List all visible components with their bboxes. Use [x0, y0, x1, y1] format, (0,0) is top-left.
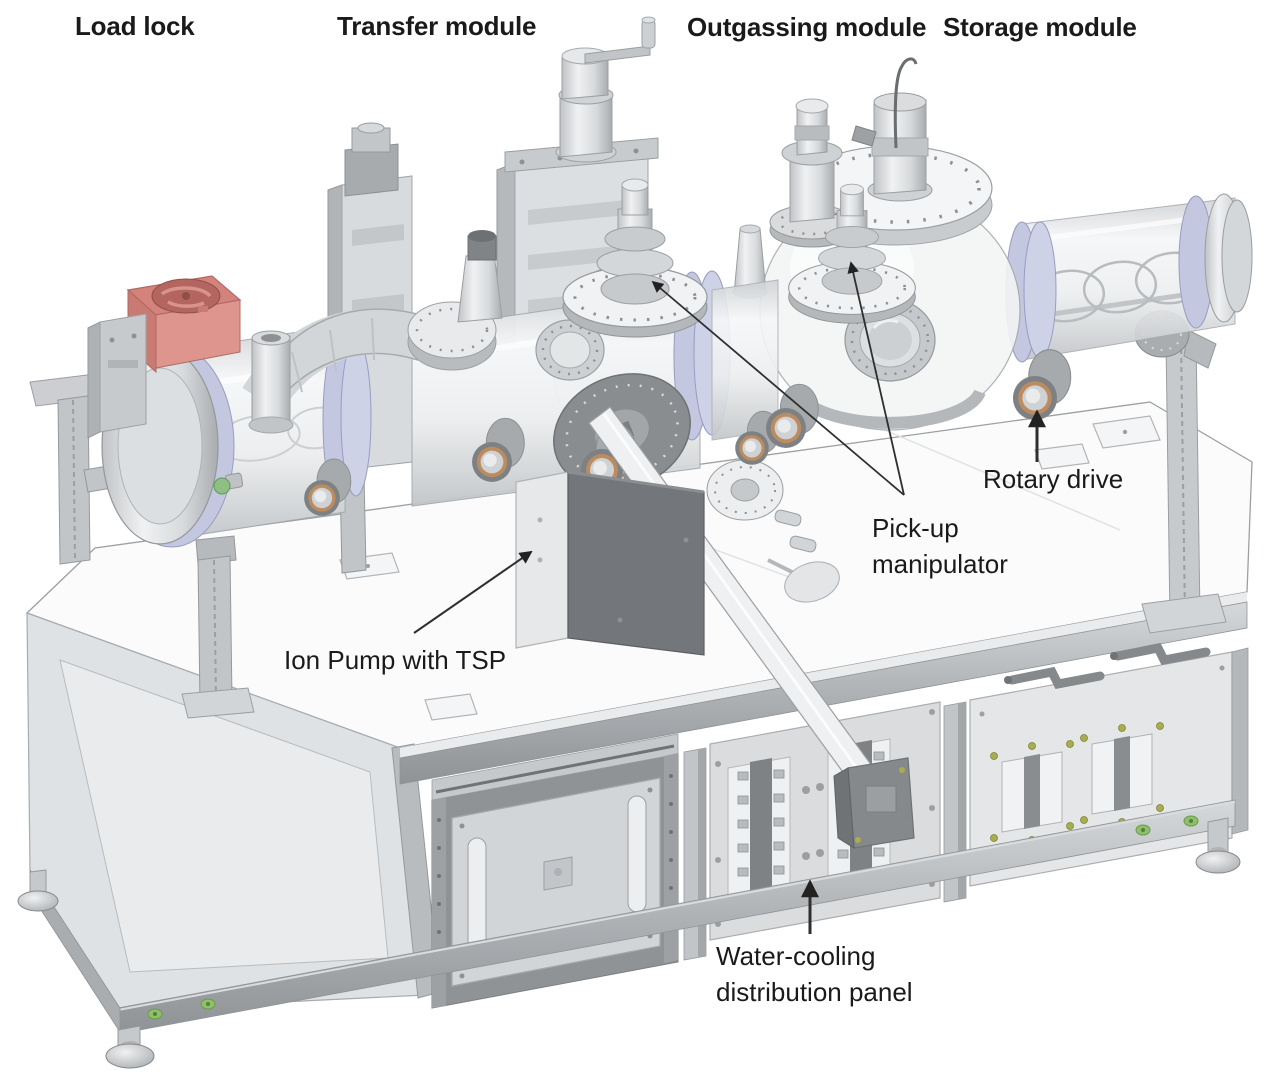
arrow-pickup-transfer	[651, 280, 905, 496]
support-frame-table	[17, 401, 1253, 1069]
label-water-cooling: Water-cooling distribution panel	[716, 938, 913, 1011]
panel-handle-left[interactable]	[1007, 666, 1105, 690]
outgassing-feedthrough	[851, 57, 933, 202]
label-pickup-line1: Pick-up	[872, 513, 959, 543]
outgassing-left-manipulator	[769, 98, 855, 248]
ion-pump-tsp	[515, 470, 705, 656]
label-pickup-manipulator: Pick-up manipulator	[872, 510, 1008, 583]
arrow-ion-pump	[413, 550, 533, 634]
transfer-viewport	[535, 319, 605, 381]
green-valve-knob[interactable]	[213, 477, 231, 495]
pump-controller-box	[87, 313, 147, 439]
storage-module	[1005, 193, 1253, 363]
panel-handle-right[interactable]	[1113, 642, 1211, 666]
frame-post	[1231, 647, 1249, 835]
load-lock-module	[83, 230, 503, 548]
label-load-lock: Load lock	[75, 11, 195, 41]
frame-top-rail	[399, 601, 1248, 785]
arrow-pickup-outgassing	[847, 261, 905, 496]
label-outgassing-module: Outgassing module	[687, 12, 927, 42]
transfer-arm-end-box	[833, 757, 915, 849]
label-ion-pump: Ion Pump with TSP	[284, 645, 507, 675]
green-indicator-leds	[147, 815, 1199, 1020]
rack-handle-right[interactable]	[627, 795, 647, 913]
paddle-plate	[784, 561, 840, 603]
label-rotary-drive: Rotary drive	[983, 464, 1124, 494]
leveling-feet	[17, 817, 1241, 1069]
label-storage-module: Storage module	[943, 12, 1137, 42]
feedthrough-wire	[893, 57, 918, 149]
table-cutout-plates	[339, 415, 1161, 721]
label-pickup-line2: manipulator	[872, 549, 1008, 580]
gate-valve-crank-handle[interactable]	[561, 16, 656, 100]
label-transfer-module: Transfer module	[337, 11, 537, 41]
annotation-leader-lines	[413, 261, 1046, 934]
manifold-column-left	[750, 758, 772, 906]
label-water-cooling-line2: distribution panel	[716, 977, 913, 1008]
label-water-cooling-line1: Water-cooling	[716, 941, 876, 971]
